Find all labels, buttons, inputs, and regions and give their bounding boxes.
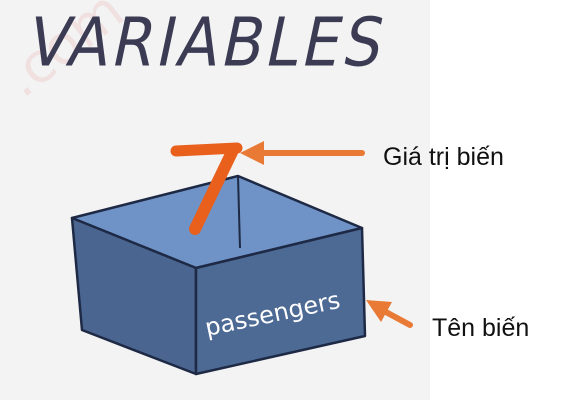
arrow-to-value	[240, 141, 365, 165]
number-seven	[170, 142, 243, 235]
box-front-side	[194, 226, 367, 376]
arrow-to-name	[366, 300, 413, 328]
value-label: Giá trị biến	[383, 143, 504, 171]
box-inner-edge	[237, 175, 241, 249]
name-label: Tên biến	[432, 314, 530, 342]
